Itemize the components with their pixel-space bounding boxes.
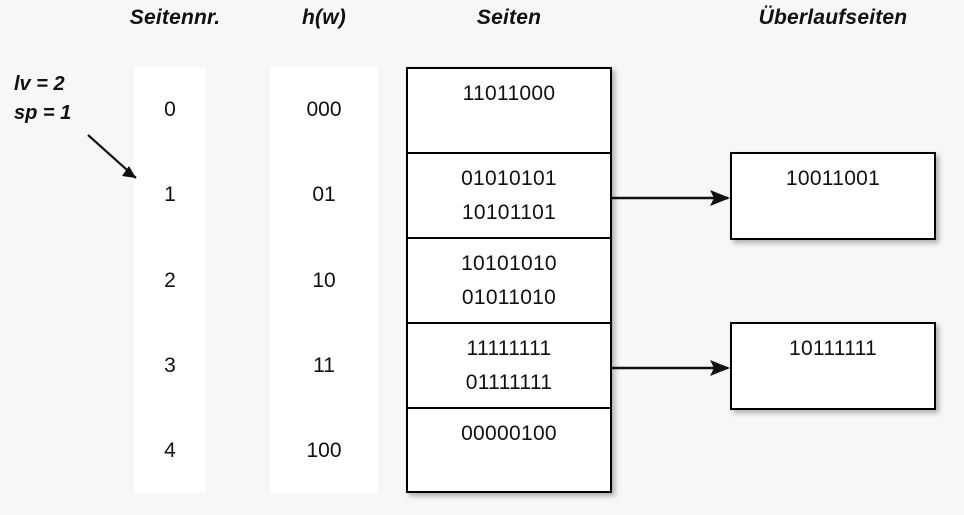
- page-entry: 01010101: [461, 167, 557, 190]
- page-entry: 01011010: [461, 286, 557, 309]
- parameter-sp: sp = 1: [14, 102, 72, 124]
- hash-parameters: lv = 2 sp = 1: [14, 70, 71, 128]
- hw-cell: 11: [313, 353, 335, 377]
- page-entry: 11111111: [466, 337, 552, 360]
- page-entry: 01111111: [465, 371, 553, 394]
- overflow-entry: 10011001: [785, 167, 881, 190]
- parameter-lv: lv = 2: [14, 73, 65, 95]
- page-row: 11011000: [408, 69, 610, 154]
- page-entry: 00000100: [461, 422, 557, 445]
- hw-cell: 10: [312, 268, 336, 292]
- page-row: 01010101 10101101: [408, 154, 610, 239]
- hw-column: 000 01 10 11 100: [270, 67, 378, 493]
- page-row: 00000100: [408, 409, 610, 490]
- column-header-seiten: Seiten: [476, 6, 542, 29]
- seitennr-cell: 0: [164, 97, 176, 121]
- hw-cell: 000: [306, 97, 342, 121]
- seitennr-cell: 3: [164, 353, 176, 377]
- overflow-arrow-row3: [612, 360, 730, 376]
- pages-table: 11011000 01010101 10101101 10101010 0101…: [406, 67, 612, 493]
- page-row: 11111111 01111111: [408, 324, 610, 409]
- overflow-entry: 10111111: [788, 337, 878, 360]
- overflow-page-box: 10011001: [730, 152, 936, 240]
- seitennr-cell: 2: [164, 268, 176, 292]
- overflow-page-box: 10111111: [730, 322, 936, 410]
- page-entry: 10101010: [461, 252, 557, 275]
- hw-cell: 01: [312, 182, 336, 206]
- seitennr-column: 0 1 2 3 4: [134, 67, 206, 493]
- page-entry: 11011000: [462, 82, 556, 105]
- column-header-seitennr: Seitennr.: [129, 6, 221, 29]
- seitennr-cell: 4: [164, 438, 176, 462]
- overflow-arrow-row1: [612, 190, 730, 206]
- page-entry: 10101101: [461, 201, 557, 224]
- page-row: 10101010 01011010: [408, 239, 610, 324]
- seitennr-cell: 1: [164, 182, 176, 206]
- column-header-hw: h(w): [302, 6, 346, 29]
- hw-cell: 100: [306, 438, 342, 462]
- sp-pointer-arrow: [87, 134, 137, 179]
- column-header-ueberlaufseiten: Überlaufseiten: [758, 6, 908, 29]
